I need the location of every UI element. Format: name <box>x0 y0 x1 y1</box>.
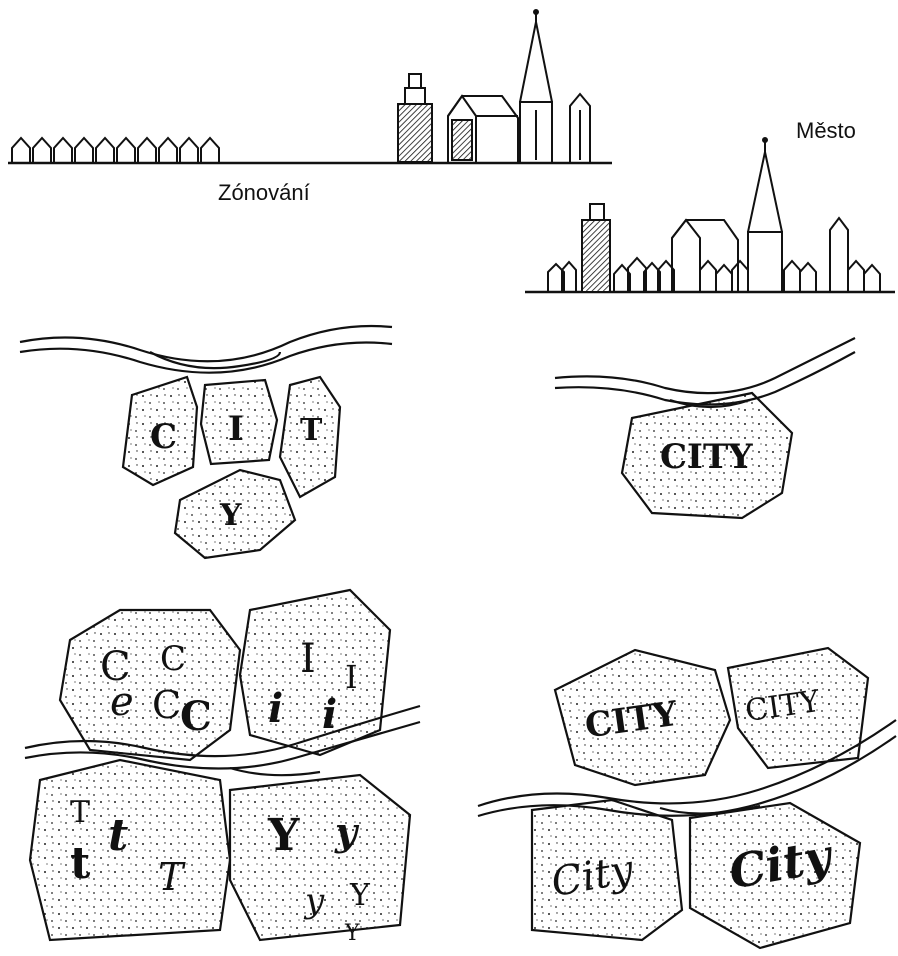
cluster-y-5: Y <box>344 921 360 946</box>
city-center-buildings <box>398 10 590 162</box>
cluster-c-3: e <box>110 679 134 725</box>
cluster-t-2: t <box>108 810 128 861</box>
cluster-i-2: I <box>345 658 358 696</box>
city-skyline <box>525 138 895 292</box>
cluster-y-4: y <box>303 881 325 921</box>
cluster-t-4: T <box>158 855 186 899</box>
block-c-cluster <box>60 610 240 760</box>
word-city-single: CITY <box>660 437 753 477</box>
cluster-i-3: i <box>268 685 283 732</box>
cluster-i-1: I <box>300 636 316 682</box>
letter-y: Y <box>219 498 242 533</box>
zoning-label: Zónování <box>218 180 310 206</box>
letter-c: C <box>150 417 177 457</box>
cluster-c-2: C <box>160 639 186 679</box>
cluster-y-3: Y <box>349 878 371 913</box>
river-top-right <box>555 338 855 407</box>
letter-i: I <box>228 409 244 449</box>
city-label: Město <box>796 118 856 144</box>
river-top-left <box>20 326 392 373</box>
cluster-t-1: T <box>70 795 90 830</box>
cluster-c-4: C <box>152 683 181 727</box>
zoning-skyline <box>8 10 612 163</box>
house-row <box>12 138 219 162</box>
cluster-c-5: C <box>180 693 212 740</box>
block-t-cluster <box>30 760 230 940</box>
letter-t: T <box>300 413 323 448</box>
cluster-i-4: i <box>322 691 337 738</box>
cluster-y-1: Y <box>267 810 300 861</box>
cluster-t-3: t <box>70 838 91 889</box>
cluster-y-2: y <box>334 809 360 854</box>
